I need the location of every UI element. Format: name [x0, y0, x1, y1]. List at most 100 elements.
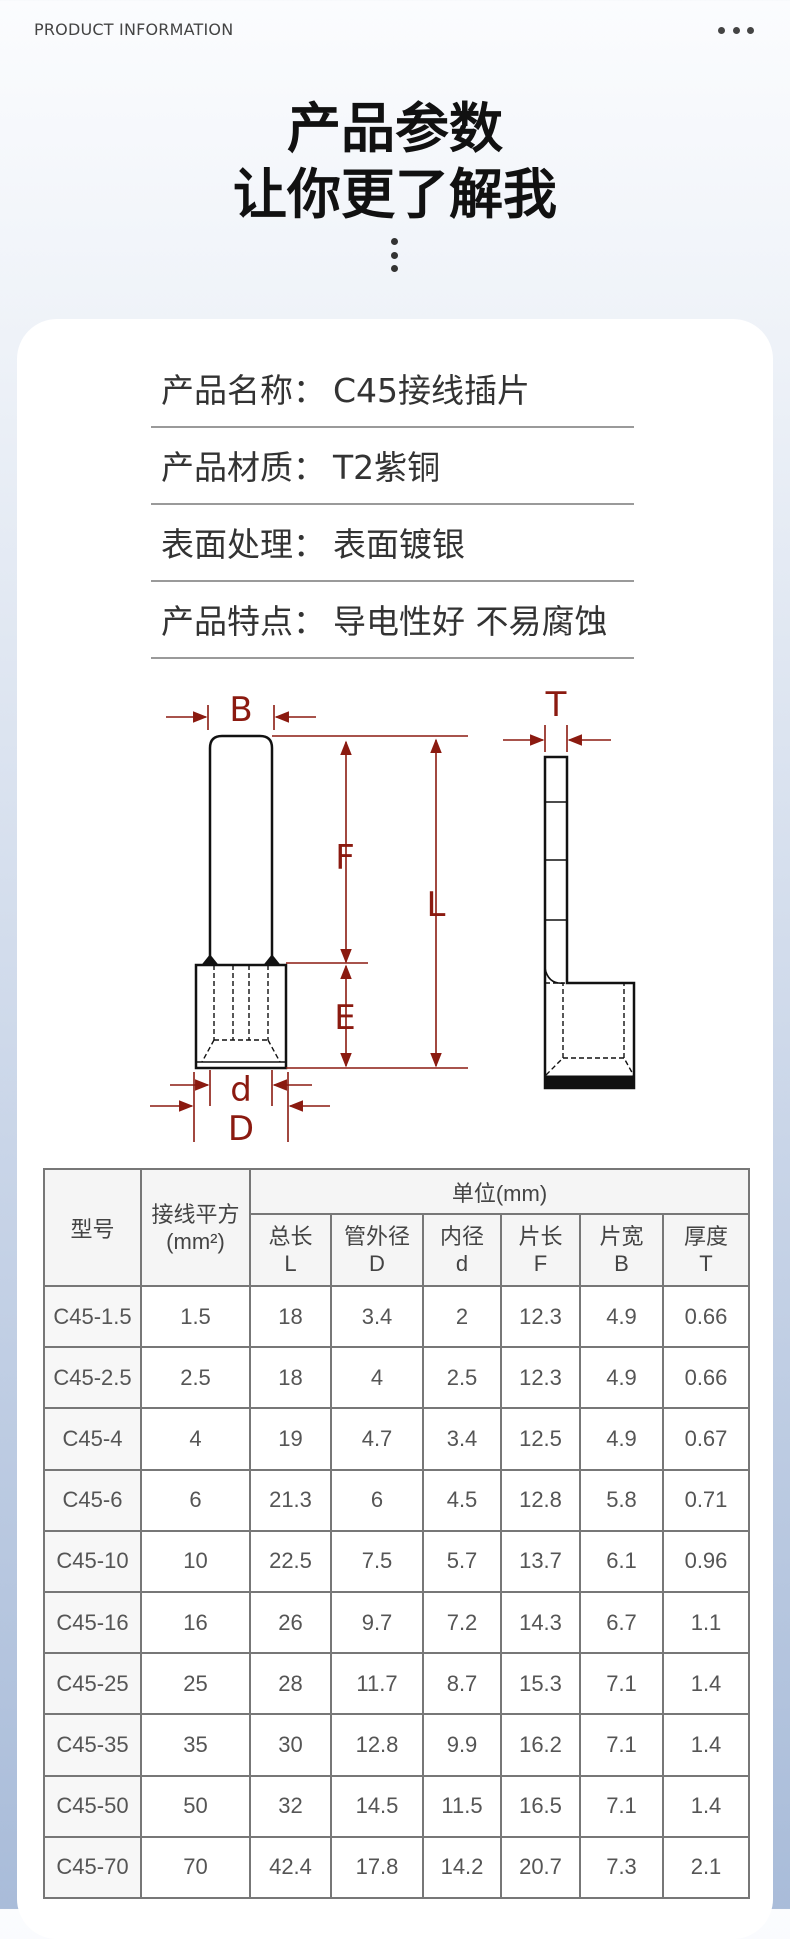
value-cell: 0.71: [662, 1468, 750, 1532]
value-cell: 42.4: [249, 1835, 332, 1900]
value-cell: 20.7: [500, 1835, 581, 1900]
spec-key: 产品特点：: [161, 602, 326, 641]
value-cell: 4.9: [579, 1407, 664, 1471]
value-cell: 17.8: [330, 1835, 424, 1900]
model-cell: C45-70: [43, 1835, 142, 1900]
value-cell: 12.3: [500, 1284, 581, 1349]
value-cell: 1.4: [662, 1713, 750, 1777]
spec-row-surface: 表面处理： 表面镀银: [151, 504, 634, 582]
dim-label-b: B: [229, 690, 252, 730]
value-cell: 10: [140, 1529, 251, 1593]
section-label: PRODUCT INFORMATION: [34, 20, 234, 39]
value-cell: 1.4: [662, 1774, 750, 1838]
dim-label-d-outer: D: [228, 1109, 254, 1149]
value-cell: 28: [249, 1652, 332, 1716]
value-cell: 1.5: [140, 1284, 251, 1349]
spec-value: C45接线插片: [333, 371, 531, 410]
value-cell: 9.7: [330, 1590, 424, 1655]
spec-value: 导电性好 不易腐蚀: [333, 602, 608, 641]
sub-header-symbol: L: [284, 1251, 297, 1276]
value-cell: 12.8: [330, 1713, 424, 1777]
page-title: 产品参数: [287, 97, 503, 160]
dim-label-l: L: [427, 885, 446, 925]
header-unit: 单位(mm): [249, 1168, 750, 1215]
more-vertical-icon: [390, 238, 398, 272]
value-cell: 19: [249, 1407, 332, 1471]
value-cell: 8.7: [422, 1652, 502, 1716]
spec-value: T2紫铜: [333, 448, 441, 487]
value-cell: 1.4: [662, 1652, 750, 1716]
sub-header-symbol: D: [369, 1251, 385, 1276]
value-cell: 0.66: [662, 1346, 750, 1410]
value-cell: 18: [249, 1346, 332, 1410]
value-cell: 70: [140, 1835, 251, 1900]
value-cell: 13.7: [500, 1529, 581, 1593]
model-cell: C45-35: [43, 1713, 142, 1777]
header-model: 型号: [43, 1168, 142, 1287]
more-horizontal-icon[interactable]: [718, 22, 754, 38]
sub-header-label: 片宽: [599, 1224, 644, 1249]
value-cell: 4.9: [579, 1346, 664, 1410]
dimension-lines: [150, 705, 611, 1142]
value-cell: 0.66: [662, 1284, 750, 1349]
value-cell: 15.3: [500, 1652, 581, 1716]
value-cell: 12.5: [500, 1407, 581, 1471]
side-view: [543, 755, 636, 1090]
sub-header-label: 总长: [268, 1224, 313, 1249]
value-cell: 6: [330, 1468, 424, 1532]
spec-key: 产品材质：: [161, 448, 326, 487]
value-cell: 14.5: [330, 1774, 424, 1838]
value-cell: 2.5: [140, 1346, 251, 1410]
header-area-line1: 接线平方: [151, 1201, 240, 1227]
sub-header-label: 内径: [439, 1224, 484, 1249]
value-cell: 2.1: [662, 1835, 750, 1900]
value-cell: 3.4: [422, 1407, 502, 1471]
value-cell: 2: [422, 1284, 502, 1349]
value-cell: 14.2: [422, 1835, 502, 1900]
sub-header-symbol: B: [614, 1251, 629, 1276]
value-cell: 6.7: [579, 1590, 664, 1655]
value-cell: 16.5: [500, 1774, 581, 1838]
model-cell: C45-50: [43, 1774, 142, 1838]
header-area: 接线平方 (mm²): [140, 1168, 251, 1287]
value-cell: 4: [330, 1346, 424, 1410]
header-area-line2: (mm²): [166, 1228, 225, 1254]
value-cell: 6.1: [579, 1529, 664, 1593]
value-cell: 2.5: [422, 1346, 502, 1410]
value-cell: 16.2: [500, 1713, 581, 1777]
sub-header-symbol: d: [455, 1251, 469, 1276]
spec-key: 产品名称：: [161, 371, 326, 410]
value-cell: 4.5: [422, 1468, 502, 1532]
value-cell: 4.7: [330, 1407, 424, 1471]
value-cell: 11.5: [422, 1774, 502, 1838]
value-cell: 32: [249, 1774, 332, 1838]
value-cell: 0.67: [662, 1407, 750, 1471]
value-cell: 30: [249, 1713, 332, 1777]
value-cell: 9.9: [422, 1713, 502, 1777]
value-cell: 5.7: [422, 1529, 502, 1593]
sub-header-symbol: T: [699, 1251, 713, 1276]
model-cell: C45-2.5: [43, 1346, 142, 1410]
sub-header-symbol: F: [533, 1251, 548, 1276]
value-cell: 22.5: [249, 1529, 332, 1593]
dim-label-d-inner: d: [230, 1070, 252, 1110]
dim-label-f: F: [335, 838, 355, 878]
value-cell: 6: [140, 1468, 251, 1532]
value-cell: 50: [140, 1774, 251, 1838]
value-cell: 4.9: [579, 1284, 664, 1349]
